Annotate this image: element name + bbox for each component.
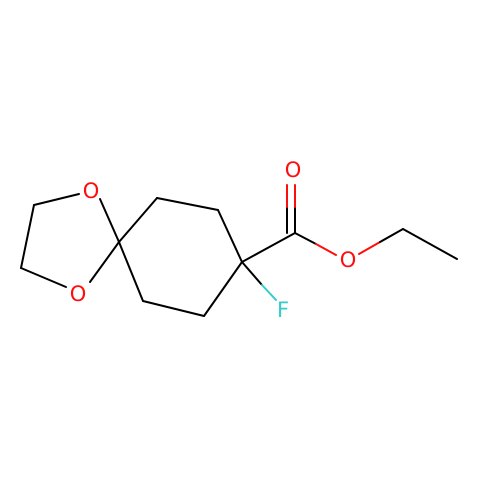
bond-c-f [241, 261, 263, 286]
bond-ch2-ch2 [20, 204, 35, 269]
bond-c-o-ester [315, 243, 337, 256]
bond-ring [142, 300, 205, 317]
oxygen-ring-top-label: O [83, 179, 100, 203]
bond-ring [118, 241, 144, 302]
bond-c-carbonyl [241, 232, 296, 263]
bond-ring [118, 197, 158, 243]
bond-ring [156, 197, 219, 211]
bond-c-o-ester [294, 232, 317, 245]
bond-o-spiro [89, 241, 120, 283]
oxygen-ring-bottom-label: O [70, 282, 87, 306]
bond-ring [203, 261, 243, 317]
bond-c-f [261, 284, 277, 301]
bond-ch2-ch2 [20, 267, 67, 288]
bond-ch2-ch2 [33, 193, 80, 206]
oxygen-ester-label: O [340, 248, 357, 272]
bond-o-ch2 [379, 228, 404, 243]
bond-ring [217, 209, 243, 263]
bond-o-ch2 [358, 241, 381, 255]
bond-ch2-ch3 [402, 228, 458, 260]
fluorine-label: F [277, 298, 289, 322]
bond-o-spiro [99, 198, 120, 243]
oxygen-carbonyl-label: O [285, 158, 302, 182]
